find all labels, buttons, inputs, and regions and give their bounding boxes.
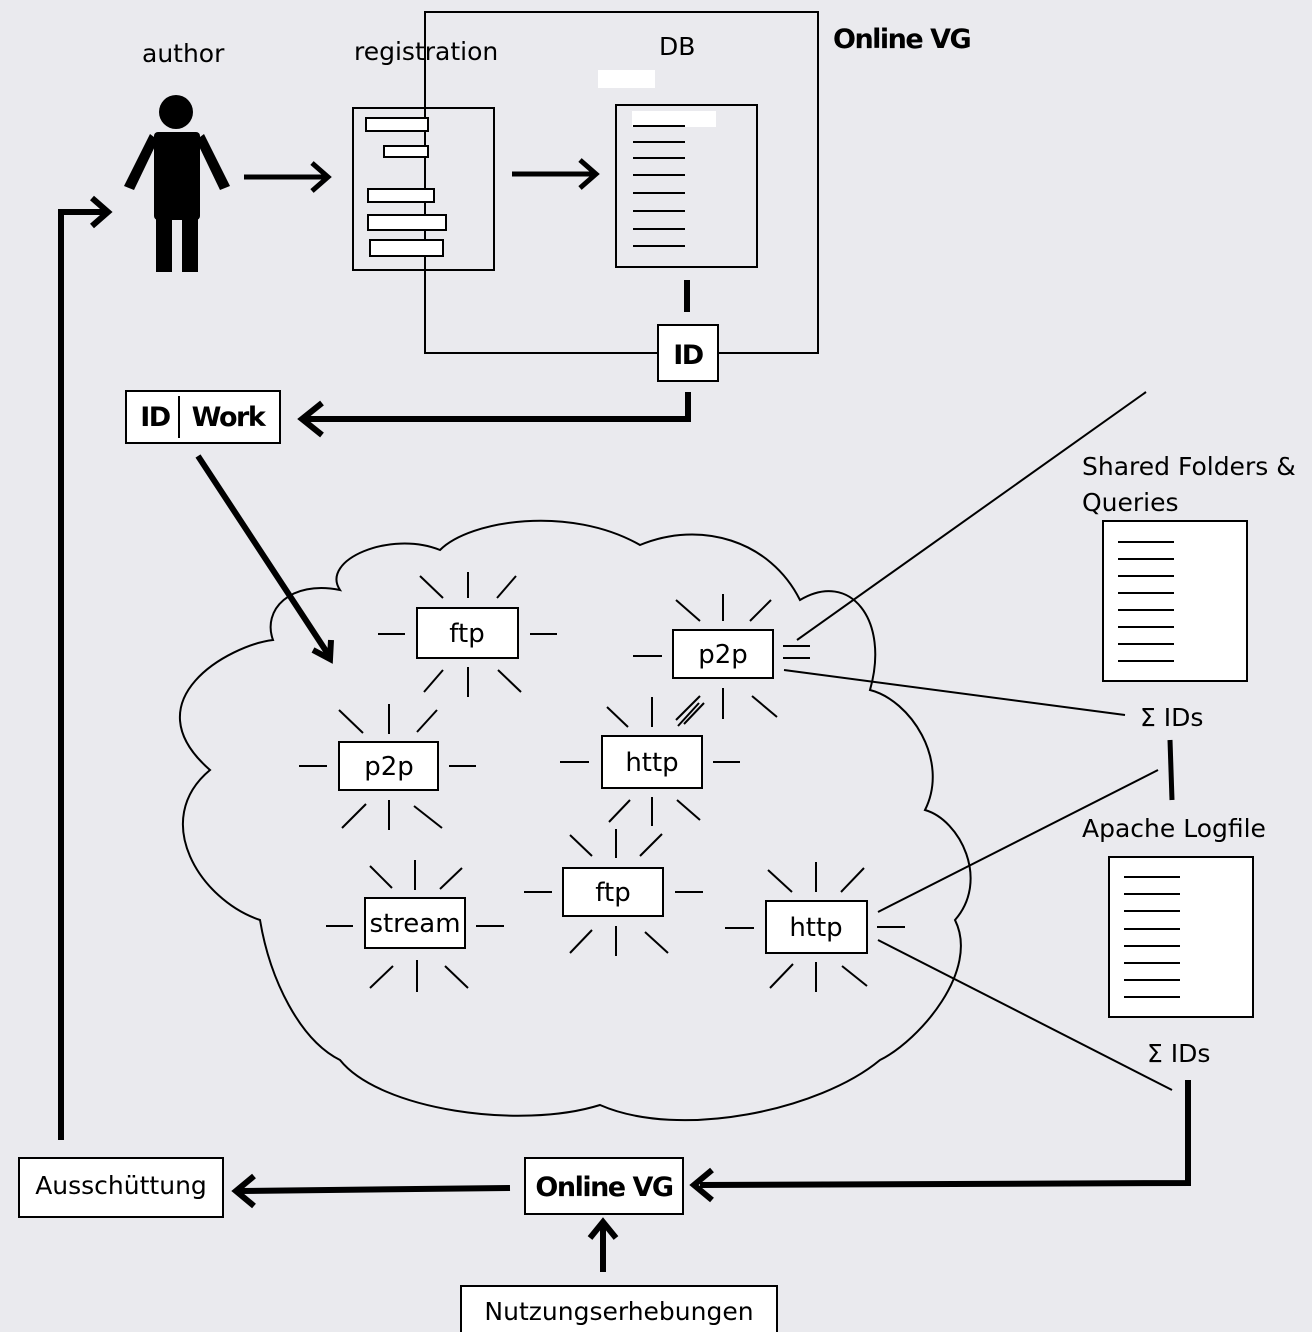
shared-folders-label-1: Shared Folders &: [1082, 452, 1296, 481]
id-work-box: [125, 390, 281, 444]
node-p2p-2: p2p: [338, 741, 439, 791]
svg-text:p2p: p2p: [364, 752, 414, 782]
svg-text:ftp: ftp: [449, 619, 484, 649]
node-burst-rays: [299, 572, 905, 992]
document-icon: [615, 104, 758, 268]
nutzungserhebungen-label: Nutzungserhebungen: [484, 1297, 753, 1326]
person-icon: [124, 95, 230, 272]
shared-folders-document-icon: [1102, 520, 1248, 682]
apache-logfile-label: Apache Logfile: [1082, 814, 1266, 843]
node-ftp-1: ftp: [416, 607, 519, 659]
svg-text:http: http: [625, 748, 678, 778]
online-vg-top-label: Online VG: [833, 24, 971, 55]
apache-logfile-document-icon: [1108, 856, 1254, 1018]
registration-label: registration: [354, 37, 498, 66]
id-box: [657, 324, 719, 382]
shared-folders-label-2: Queries: [1082, 488, 1179, 517]
node-p2p-1: p2p: [672, 629, 774, 679]
svg-text:http: http: [789, 913, 842, 943]
form-icon: [352, 107, 495, 271]
nutzungserhebungen-box: [460, 1285, 778, 1332]
ausschuettung-box: [18, 1157, 224, 1218]
sum-ids-1-label: Σ IDs: [1140, 703, 1203, 732]
online-vg-frame: [424, 11, 819, 354]
node-http-2: http: [765, 900, 868, 954]
id-work-work-label: Work: [192, 402, 267, 433]
node-ftp-2: ftp: [562, 867, 664, 917]
db-label: DB: [659, 32, 695, 61]
svg-text:p2p: p2p: [698, 640, 748, 670]
online-vg-bottom-label: Online VG: [535, 1172, 673, 1203]
id-box-label: ID: [673, 340, 703, 371]
svg-text:stream: stream: [369, 909, 460, 939]
internet-cloud: [179, 519, 972, 1122]
node-stream: stream: [364, 897, 466, 949]
id-work-id-label: ID: [140, 402, 170, 433]
ausschuettung-label: Ausschüttung: [35, 1171, 207, 1200]
node-http-1: http: [601, 735, 703, 789]
sum-ids-2-label: Σ IDs: [1147, 1039, 1210, 1068]
svg-text:ftp: ftp: [595, 878, 630, 908]
online-vg-bottom-box: [524, 1157, 684, 1215]
author-label: author: [142, 39, 225, 68]
